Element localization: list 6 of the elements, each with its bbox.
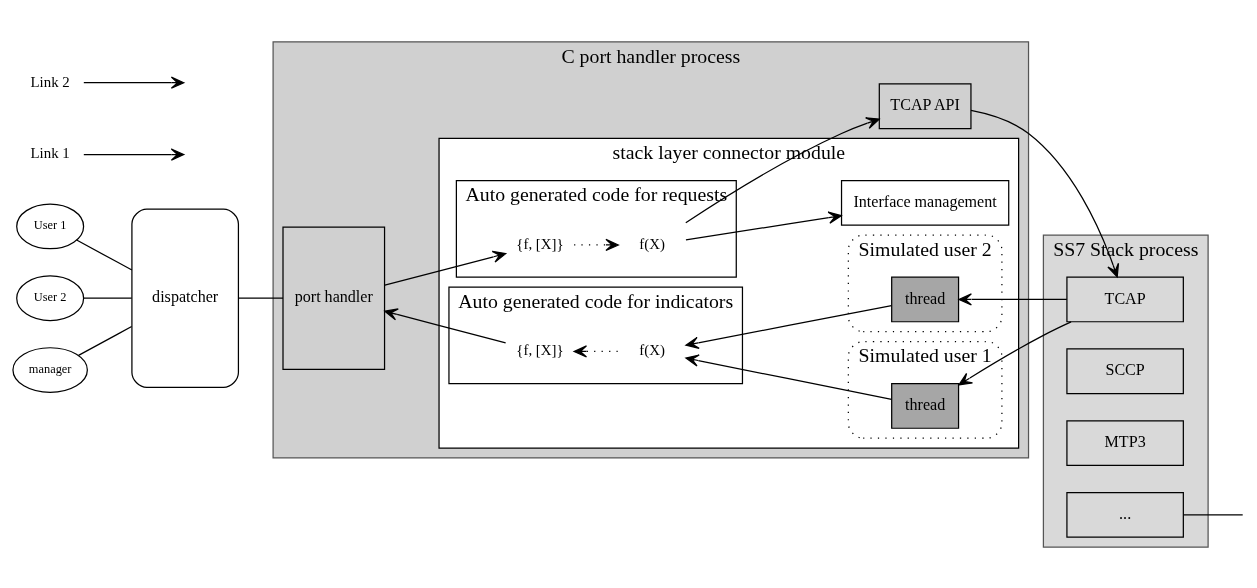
node-text: {f, [X]} [516,235,564,252]
node-text: f(X) [639,341,665,358]
node-text: f(X) [639,235,665,252]
node-text: Link 1 [30,144,70,161]
node-text: {f, [X]} [516,341,564,358]
node-text: Link 2 [30,73,70,90]
